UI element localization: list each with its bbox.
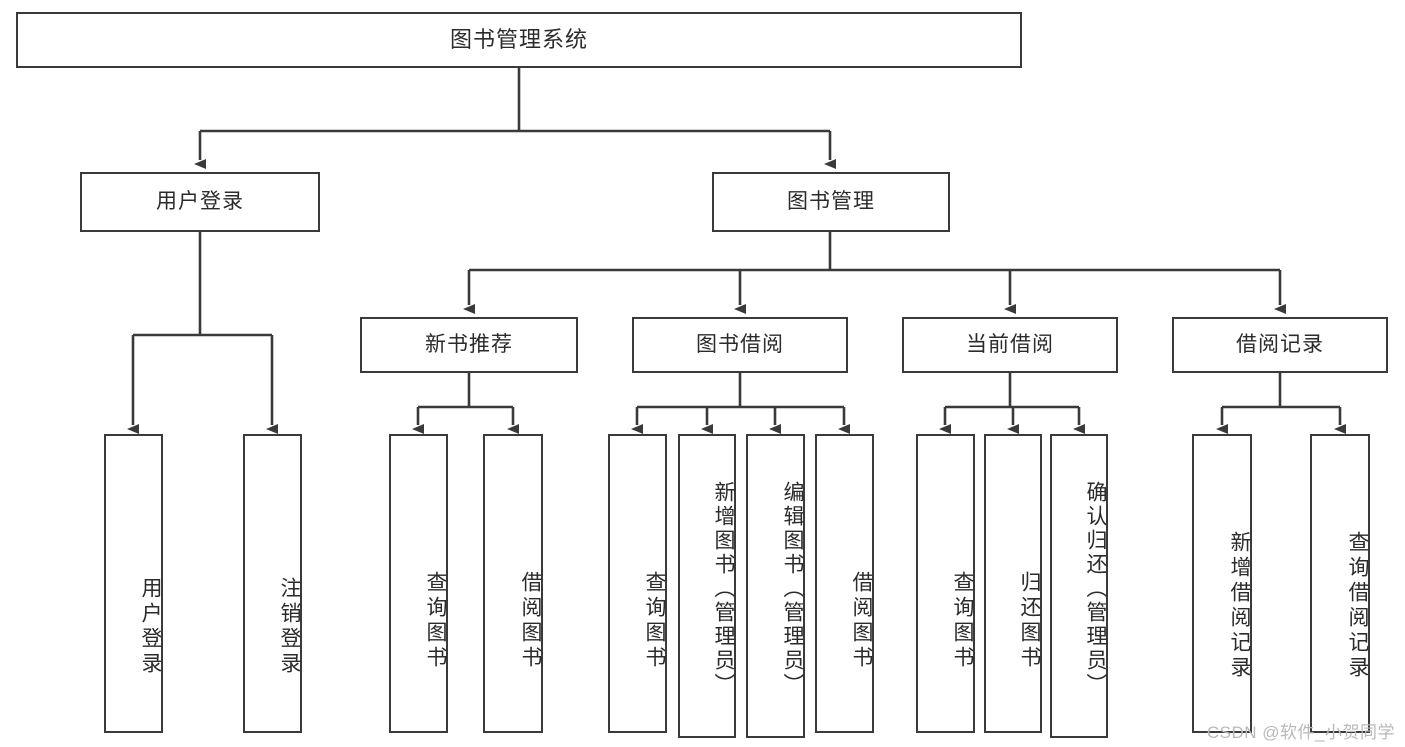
node-leaf-borrow-query-label: 查询图书 <box>643 570 666 671</box>
node-leaf-newbook-query[interactable]: 查询图书 <box>389 434 448 733</box>
node-user-login-label: 用户登录 <box>156 190 244 214</box>
node-leaf-borrow-add-label: 新增图书（管理员） <box>712 481 735 697</box>
node-leaf-user-login[interactable]: 用户登录 <box>104 434 163 733</box>
node-leaf-record-query-label: 查询借阅记录 <box>1346 530 1369 681</box>
node-leaf-logout-label: 注销登录 <box>278 576 301 677</box>
node-book-manage[interactable]: 图书管理 <box>712 172 950 232</box>
node-borrow-record[interactable]: 借阅记录 <box>1172 317 1388 373</box>
node-leaf-borrow-edit[interactable]: 编辑图书（管理员） <box>746 434 805 738</box>
node-leaf-newbook-borrow-label: 借阅图书 <box>519 570 542 671</box>
node-new-book-rec-label: 新书推荐 <box>425 333 513 357</box>
node-leaf-record-add-label: 新增借阅记录 <box>1228 530 1251 681</box>
node-book-manage-label: 图书管理 <box>787 190 875 214</box>
node-leaf-current-confirm-label: 确认归还（管理员） <box>1084 481 1107 697</box>
node-leaf-borrow-query[interactable]: 查询图书 <box>608 434 667 733</box>
node-root[interactable]: 图书管理系统 <box>16 12 1022 68</box>
node-leaf-current-return[interactable]: 归还图书 <box>984 434 1042 733</box>
watermark: CSDN @软件_小贺同学 <box>1206 723 1395 742</box>
node-current-borrow-label: 当前借阅 <box>966 333 1054 357</box>
node-root-label: 图书管理系统 <box>449 26 588 52</box>
node-leaf-borrow-add[interactable]: 新增图书（管理员） <box>678 434 736 738</box>
node-leaf-current-confirm[interactable]: 确认归还（管理员） <box>1050 434 1108 738</box>
node-leaf-current-return-label: 归还图书 <box>1018 570 1041 671</box>
node-leaf-newbook-query-label: 查询图书 <box>424 570 447 671</box>
node-leaf-record-query[interactable]: 查询借阅记录 <box>1310 434 1370 733</box>
node-book-borrow[interactable]: 图书借阅 <box>632 317 848 373</box>
node-leaf-record-add[interactable]: 新增借阅记录 <box>1192 434 1252 733</box>
node-leaf-current-query-label: 查询图书 <box>951 570 974 671</box>
node-leaf-borrow-edit-label: 编辑图书（管理员） <box>781 481 804 697</box>
node-borrow-record-label: 借阅记录 <box>1236 333 1324 357</box>
node-leaf-user-login-label: 用户登录 <box>139 576 162 677</box>
node-user-login[interactable]: 用户登录 <box>80 172 320 232</box>
node-leaf-current-query[interactable]: 查询图书 <box>916 434 975 733</box>
node-current-borrow[interactable]: 当前借阅 <box>902 317 1118 373</box>
node-leaf-borrow-book[interactable]: 借阅图书 <box>815 434 874 733</box>
node-leaf-logout[interactable]: 注销登录 <box>243 434 302 733</box>
node-new-book-rec[interactable]: 新书推荐 <box>360 317 578 373</box>
node-book-borrow-label: 图书借阅 <box>696 333 784 357</box>
node-leaf-newbook-borrow[interactable]: 借阅图书 <box>483 434 543 733</box>
node-leaf-borrow-book-label: 借阅图书 <box>850 570 873 671</box>
